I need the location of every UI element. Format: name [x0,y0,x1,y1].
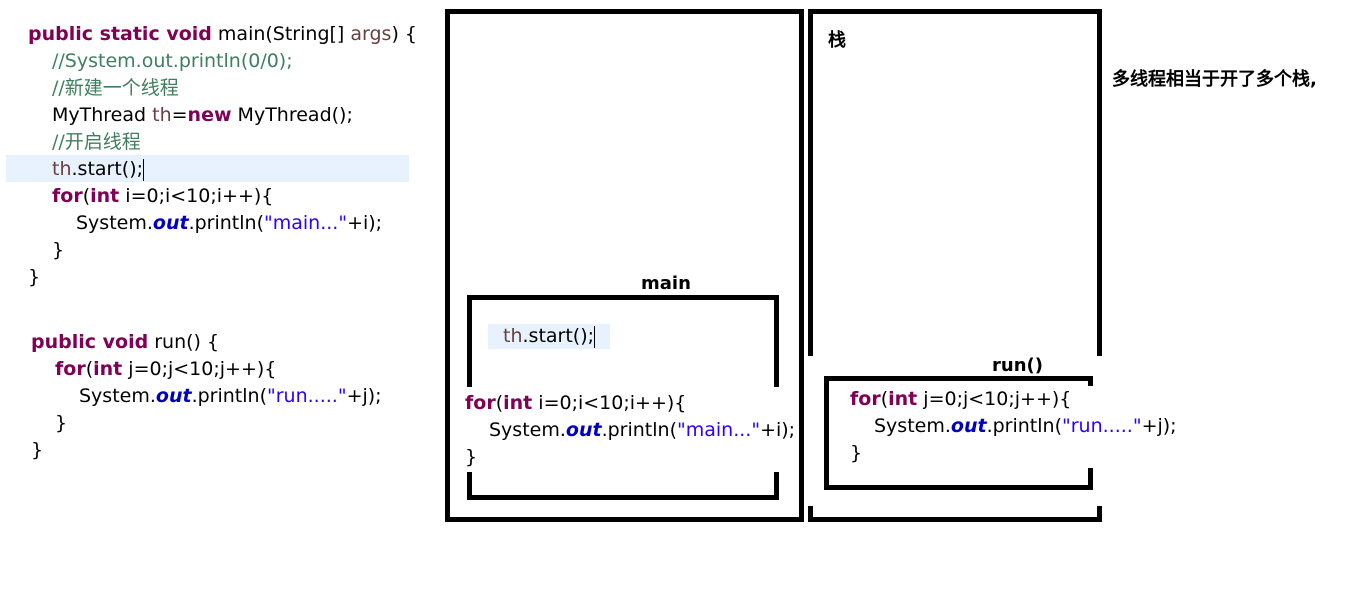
code-line-new-thread: MyThread th=new MyThread(); [52,104,353,126]
main-frame-brace: } [465,446,478,468]
code-line-highlight [6,155,409,182]
run-frame-print-line: System.out.println("run....."+j); [874,415,1177,437]
main-frame-code-backdrop [453,387,789,472]
code-line-run-signature: public void run() { [31,331,220,353]
code-comment-new-thread: //新建一个线程 [52,77,179,99]
code-line-print-run: System.out.println("run....."+j); [79,385,382,407]
code-comment-start-thread: //开启线程 [52,131,141,153]
run-frame-code-backdrop [829,386,1169,468]
main-frame-start-highlight [488,324,610,349]
main-frame-label: main [641,273,691,294]
run-frame-for-line: for(int j=0;j<10;j++){ [850,388,1072,410]
run-stack-outer-box [808,9,1102,522]
code-brace-close-for: } [52,239,65,261]
code-line-for-run: for(int j=0;j<10;j++){ [55,358,277,380]
main-frame-for-line: for(int i=0;i<10;i++){ [465,392,687,414]
main-frame-print-line: System.out.println("main..."+i); [489,419,796,441]
code-line-print-main: System.out.println("main..."+i); [76,212,383,234]
stack-label: 栈 [828,30,846,51]
code-brace-close-run: } [31,439,44,461]
code-line-main-signature: public static void main(String[] args) { [28,23,418,45]
code-line-start: th.start(); [52,158,145,181]
code-line-for-main: for(int i=0;i<10;i++){ [52,185,274,207]
code-brace-close-main: } [28,266,41,288]
run-frame-brace: } [850,442,863,464]
main-frame-start-line: th.start(); [503,325,596,348]
text-caret [143,158,145,181]
code-comment-println: //System.out.println(0/0); [52,50,293,72]
run-stack-gap-left [806,356,815,506]
run-frame-label: run() [992,355,1043,376]
code-brace-close-for-run: } [55,412,68,434]
main-stack-outer-box [445,9,804,522]
main-frame-caret [594,325,596,348]
multithread-note: 多线程相当于开了多个栈, [1112,69,1317,90]
